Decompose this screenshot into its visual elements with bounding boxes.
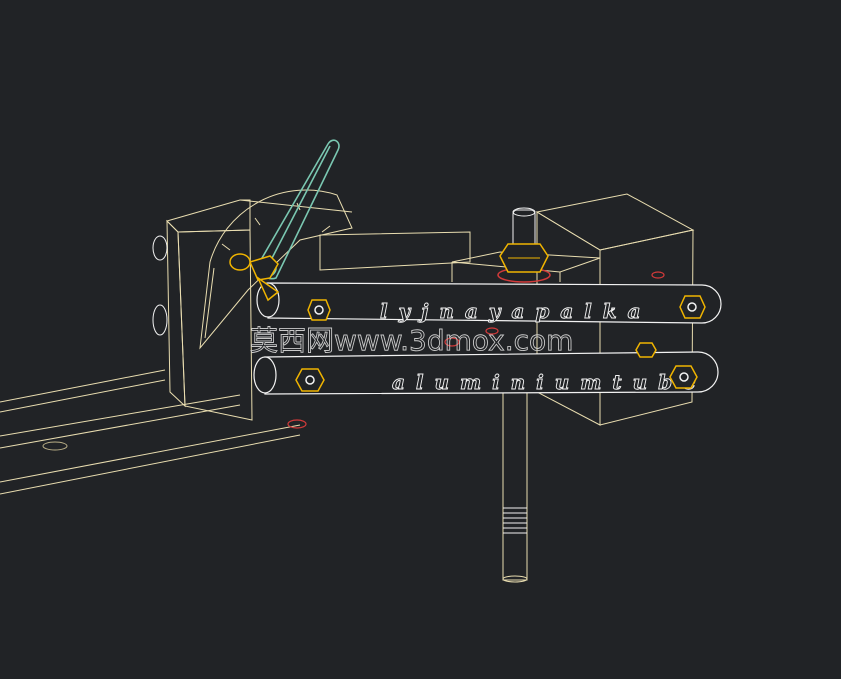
wing-nut bbox=[229, 253, 280, 302]
watermark: 莫西网www.3dmox.com bbox=[250, 324, 573, 357]
washers bbox=[287, 271, 665, 429]
lower-tube-label: a l u m i n i u m t u b e bbox=[392, 370, 698, 394]
nut-upper-left bbox=[307, 299, 331, 321]
nut-upper-right bbox=[679, 295, 706, 319]
tube-nuts bbox=[295, 295, 706, 392]
upper-tube-label: l y j n a y a p a l k a bbox=[380, 299, 642, 323]
nut-lower-left bbox=[295, 368, 325, 392]
center-box bbox=[319, 231, 601, 282]
base-rail bbox=[0, 369, 301, 495]
nut-middle-right bbox=[635, 342, 657, 358]
lower-tube: a l u m i n i u m t u b e bbox=[253, 351, 719, 395]
top-nut bbox=[497, 243, 551, 283]
nut-lower-right bbox=[669, 365, 698, 389]
